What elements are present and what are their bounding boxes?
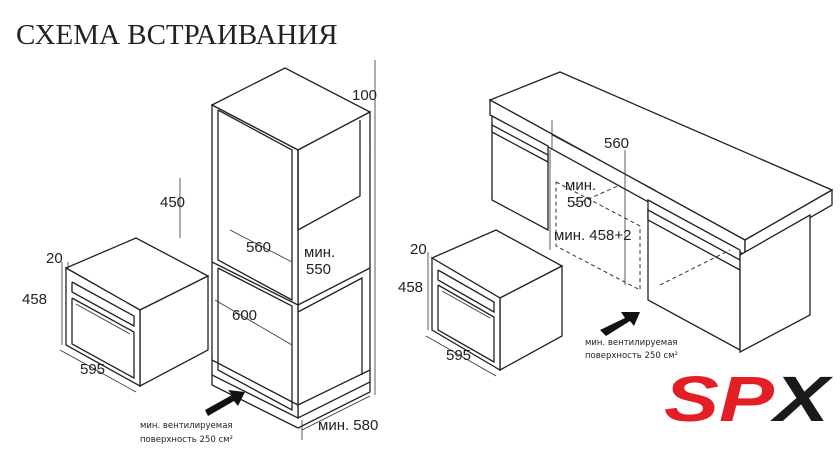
page-title: СХЕМА ВСТРАИВАНИЯ bbox=[16, 19, 338, 51]
logo-text-red: SP bbox=[664, 363, 774, 435]
right-oven-dim-width: 595 bbox=[446, 347, 471, 364]
dim-cabinet-width: 600 bbox=[232, 307, 257, 324]
oven-dim-height: 458 bbox=[22, 291, 47, 308]
right-oven-dim-frame: 20 bbox=[410, 241, 427, 258]
vent-note-line2: поверхность 250 см² bbox=[140, 435, 233, 445]
counter-cabinet-drawing bbox=[488, 71, 834, 354]
oven-dim-frame: 20 bbox=[46, 250, 63, 267]
right-dim-niche-width: 560 bbox=[604, 135, 629, 152]
right-dim-niche-height: мин. 458+2 bbox=[554, 227, 631, 244]
svg-text:SPX: SPX bbox=[664, 363, 833, 435]
right-dim-niche-depth-label: мин. bbox=[565, 177, 596, 194]
dim-niche-width: 560 bbox=[246, 239, 271, 256]
right-vent-note-line2: поверхность 250 см² bbox=[585, 351, 678, 361]
airflow-arrow-icon bbox=[600, 312, 640, 336]
dim-cabinet-depth: мин. 580 bbox=[318, 417, 378, 434]
dim-top-gap: 100 bbox=[352, 87, 377, 104]
logo-text-black: X bbox=[770, 363, 833, 435]
right-dim-niche-depth-value: 550 bbox=[567, 194, 592, 211]
tall-cabinet-drawing bbox=[179, 60, 376, 440]
right-oven-dim-height: 458 bbox=[398, 279, 423, 296]
oven-drawing-left bbox=[59, 237, 210, 393]
vent-note-line1: мин. вентилируемая bbox=[140, 421, 233, 431]
right-vent-note-line1: мин. вентилируемая bbox=[585, 338, 678, 348]
dim-niche-depth-value: 550 bbox=[306, 261, 331, 278]
dim-niche-depth-label: мин. bbox=[304, 244, 335, 261]
dim-niche-height: 450 bbox=[160, 194, 185, 211]
oven-dim-width: 595 bbox=[80, 361, 105, 378]
oven-drawing-right bbox=[425, 229, 564, 377]
airflow-arrow-icon bbox=[205, 390, 245, 416]
